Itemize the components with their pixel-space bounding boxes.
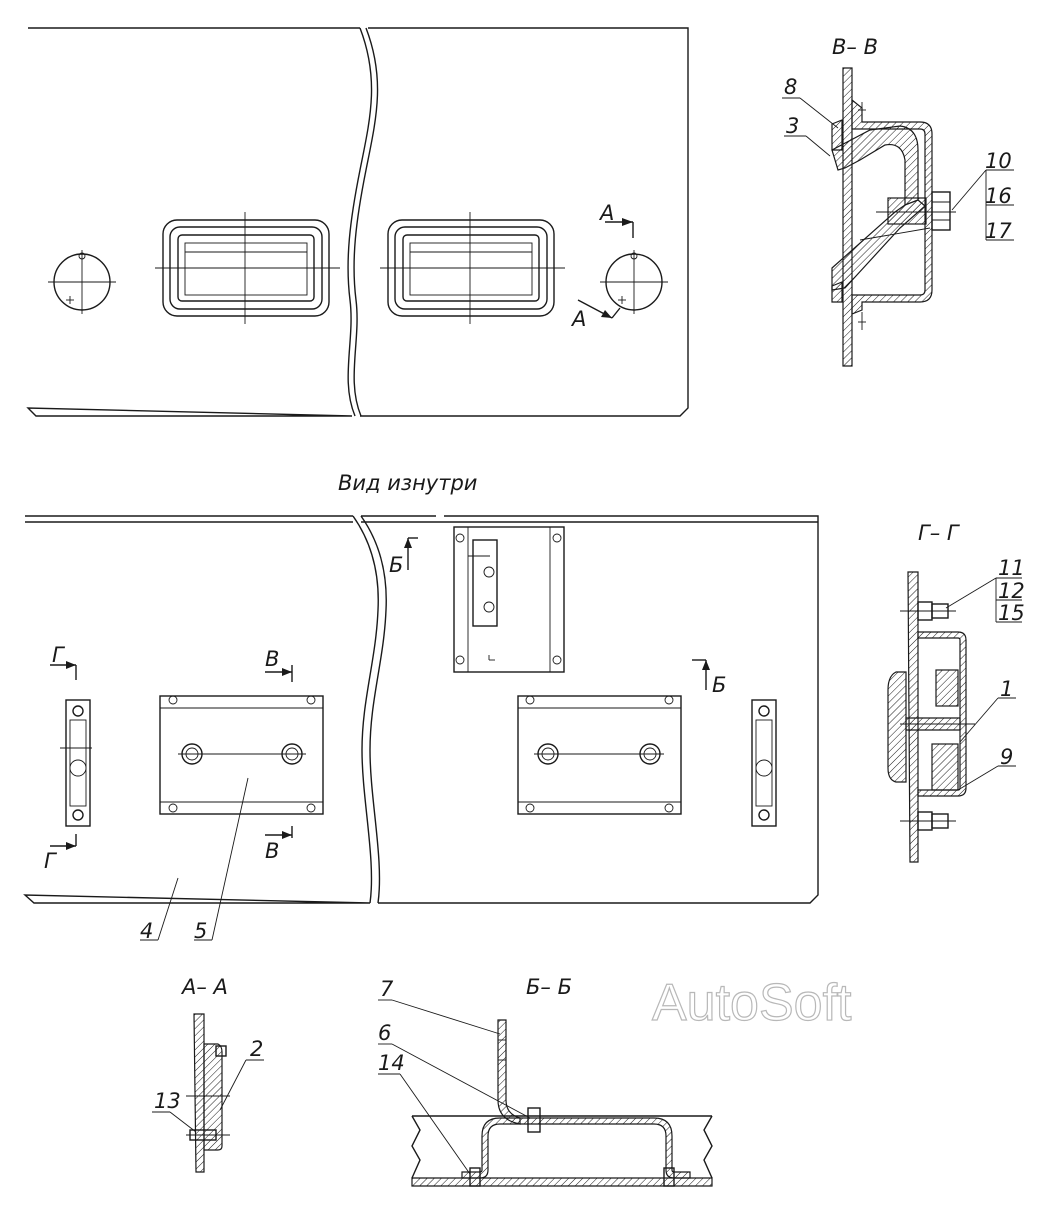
callout-1: 1 <box>1000 677 1013 701</box>
section-mark-a-bottom: А <box>570 307 586 331</box>
callout-2: 2 <box>250 1037 263 1061</box>
section-bb-top-drawing <box>782 67 1014 367</box>
section-aa-drawing <box>152 1013 264 1173</box>
callout-15: 15 <box>998 601 1025 625</box>
section-mark-g-bottom: Г <box>44 849 58 873</box>
callout-16: 16 <box>985 184 1012 208</box>
section-title-gg: Г– Г <box>918 521 961 545</box>
section-title-bb-top: В– В <box>832 35 878 59</box>
section-mark-v-top: В <box>265 647 279 671</box>
section-mark-b-right: Б <box>712 673 726 697</box>
outer-panel-view <box>26 27 689 417</box>
section-gg-drawing <box>887 571 1022 863</box>
section-title-bb-bottom: Б– Б <box>526 975 572 999</box>
callout-5: 5 <box>194 919 207 943</box>
section-mark-g-top: Г <box>52 643 66 667</box>
callout-7: 7 <box>380 977 394 1001</box>
view-inside-title: Вид изнутри <box>338 471 477 495</box>
section-title-aa: А– А <box>180 975 228 999</box>
section-mark-a-top: А <box>598 201 614 225</box>
section-mark-v-bottom: В <box>265 839 279 863</box>
callout-11: 11 <box>998 556 1025 580</box>
callout-13: 13 <box>154 1089 181 1113</box>
callout-10: 10 <box>985 149 1012 173</box>
callout-4: 4 <box>140 919 153 943</box>
callout-14: 14 <box>378 1051 405 1075</box>
callout-8: 8 <box>784 75 797 99</box>
callout-3: 3 <box>786 114 799 138</box>
watermark: AutoSoft <box>652 974 852 1032</box>
section-bb-bottom-drawing <box>378 999 713 1187</box>
section-mark-b-left: Б <box>389 553 403 577</box>
callout-12: 12 <box>998 579 1025 603</box>
callout-17: 17 <box>985 219 1012 243</box>
callout-6: 6 <box>378 1021 391 1045</box>
inner-panel-view <box>23 515 819 941</box>
callout-9: 9 <box>1000 745 1013 769</box>
